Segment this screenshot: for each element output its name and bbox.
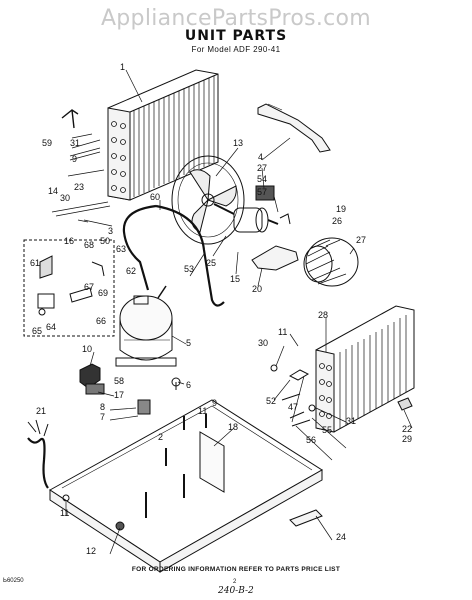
- diagram-title: UNIT PARTS: [184, 28, 288, 44]
- callout-15: 15: [230, 274, 240, 284]
- callout-29: 29: [402, 434, 412, 444]
- callout-54: 54: [257, 174, 267, 184]
- part-callouts: 1 13 4 27 54 57 59 31 9 14 23 30 60 16 3…: [30, 62, 412, 556]
- drawing-code: Ь60250: [3, 578, 24, 584]
- callout-30b: 30: [258, 338, 268, 348]
- callout-11b: 11: [60, 508, 69, 518]
- compressor: [115, 285, 177, 367]
- callout-58: 58: [114, 376, 124, 386]
- callout-18: 18: [228, 422, 238, 432]
- blower-wheel: [303, 237, 359, 287]
- callout-31: 31: [70, 138, 80, 148]
- callout-11: 11: [198, 406, 207, 416]
- ordering-footer: FOR ORDERING INFORMATION REFER TO PARTS …: [131, 566, 341, 573]
- callout-7: 7: [100, 412, 105, 422]
- callout-66: 66: [96, 316, 106, 326]
- callout-5: 5: [186, 338, 191, 348]
- callout-30: 30: [60, 193, 70, 203]
- callout-67: 67: [84, 282, 94, 292]
- callout-21: 21: [36, 406, 46, 416]
- callout-10: 10: [82, 344, 92, 354]
- callout-1: 1: [120, 62, 125, 72]
- callout-59: 59: [42, 138, 52, 148]
- callout-8: 8: [100, 402, 105, 412]
- base-pan: [49, 399, 323, 573]
- part-20-plate: [251, 245, 299, 271]
- callout-64: 64: [46, 322, 56, 332]
- condenser-coil: [107, 69, 219, 201]
- callout-26: 26: [332, 216, 342, 226]
- callout-61: 61: [30, 258, 40, 268]
- diagram-subtitle: For Model ADF 290-41: [191, 45, 281, 54]
- callout-9: 9: [72, 154, 77, 164]
- callout-3: 3: [108, 226, 113, 236]
- callout-27: 27: [257, 163, 267, 173]
- callout-16: 16: [64, 236, 74, 246]
- callout-24: 24: [336, 532, 346, 542]
- callout-69: 69: [98, 288, 108, 298]
- watermark: AppliancePartsPros.com: [100, 6, 372, 31]
- control-box-outline: [23, 239, 115, 337]
- part-54-grommet: [255, 185, 275, 201]
- callout-22: 22: [402, 424, 412, 434]
- callout-50: 50: [100, 236, 110, 246]
- callout-17: 17: [114, 390, 124, 400]
- callout-11c: 11: [278, 327, 287, 337]
- callout-65: 65: [32, 326, 42, 336]
- page-number: 2: [233, 579, 237, 585]
- callout-25: 25: [206, 258, 216, 268]
- callout-27b: 27: [356, 235, 366, 245]
- callout-6: 6: [186, 380, 191, 390]
- callout-60: 60: [150, 192, 160, 202]
- callout-20: 20: [252, 284, 262, 294]
- callout-13: 13: [233, 138, 243, 148]
- callout-47: 47: [288, 402, 298, 412]
- part-4-strap: [257, 103, 331, 153]
- part-59-bracket: [61, 109, 79, 129]
- evaporator-coil: [315, 305, 415, 433]
- callout-23: 23: [74, 182, 84, 192]
- callout-28: 28: [318, 310, 328, 320]
- callout-55: 55: [322, 425, 332, 435]
- callout-12: 12: [86, 546, 96, 556]
- callout-68: 68: [84, 240, 94, 250]
- handwritten-note: 240-B-2: [218, 586, 254, 596]
- fan-assembly: [171, 155, 279, 245]
- callout-57: 57: [257, 187, 267, 197]
- callout-56: 56: [306, 435, 316, 445]
- callout-19: 19: [336, 204, 346, 214]
- callout-4: 4: [258, 152, 263, 162]
- callout-63: 63: [116, 244, 126, 254]
- callout-31b: 31: [346, 416, 356, 426]
- callout-9b: 9: [212, 398, 217, 408]
- callout-2: 2: [158, 432, 163, 442]
- callout-62: 62: [126, 266, 136, 276]
- callout-52: 52: [266, 396, 276, 406]
- callout-14: 14: [48, 186, 58, 196]
- callout-53: 53: [184, 264, 194, 274]
